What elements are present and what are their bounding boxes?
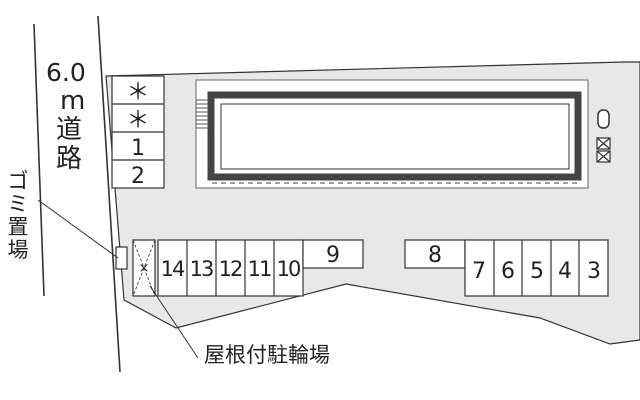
parking-space-10: 10 — [277, 257, 300, 281]
trash-label-char-3: 置 — [7, 215, 29, 239]
parking-space-13: 13 — [190, 257, 213, 281]
bike-parking-label: 屋根付駐輪場 — [204, 343, 330, 367]
parking-space-14: 14 — [161, 257, 185, 281]
parking-space-5: 5 — [530, 259, 544, 284]
parking-space-star-2: ＊ — [127, 107, 150, 133]
parking-column — [111, 75, 165, 189]
trash-label-char-2: ミ — [7, 192, 29, 216]
bike-parking-x-icon: × — [139, 261, 150, 276]
trash-label-char-1: ゴ — [7, 169, 29, 193]
road-unit: m — [60, 86, 86, 116]
meter-icon — [597, 109, 610, 129]
bike-leader-line — [149, 285, 199, 359]
road-edge-left — [33, 23, 45, 297]
road-edge-right — [97, 15, 121, 373]
parking-space-8: 8 — [428, 243, 442, 268]
trash-leader-line — [37, 199, 119, 259]
road-width: 6.0 — [46, 58, 86, 87]
utility-box-icon — [596, 137, 611, 163]
parking-space-11: 11 — [248, 257, 271, 281]
road-label: 6.0 m 道 路 — [46, 58, 106, 174]
stairs-icon — [195, 99, 209, 129]
building-inner — [220, 103, 570, 170]
parking-space-12: 12 — [219, 257, 242, 281]
parking-space-7: 7 — [472, 259, 486, 284]
parking-space-star-1: ＊ — [127, 79, 150, 105]
bike-parking-box — [132, 239, 156, 297]
parking-space-9-box — [302, 239, 364, 269]
parking-space-9: 9 — [326, 243, 340, 268]
parking-row-right — [464, 239, 609, 297]
road-name-char-2: 路 — [56, 144, 83, 174]
parking-space-4: 4 — [558, 259, 572, 284]
road-name-char-1: 道 — [56, 115, 83, 145]
trash-label-char-4: 場 — [7, 238, 29, 262]
parking-space-3: 3 — [587, 259, 601, 284]
parking-space-6: 6 — [501, 259, 515, 284]
trash-box — [115, 246, 128, 270]
parking-space-2: 2 — [131, 164, 145, 189]
trash-area-label: ゴ ミ 置 場 — [6, 170, 30, 262]
parking-space-1: 1 — [131, 136, 145, 161]
